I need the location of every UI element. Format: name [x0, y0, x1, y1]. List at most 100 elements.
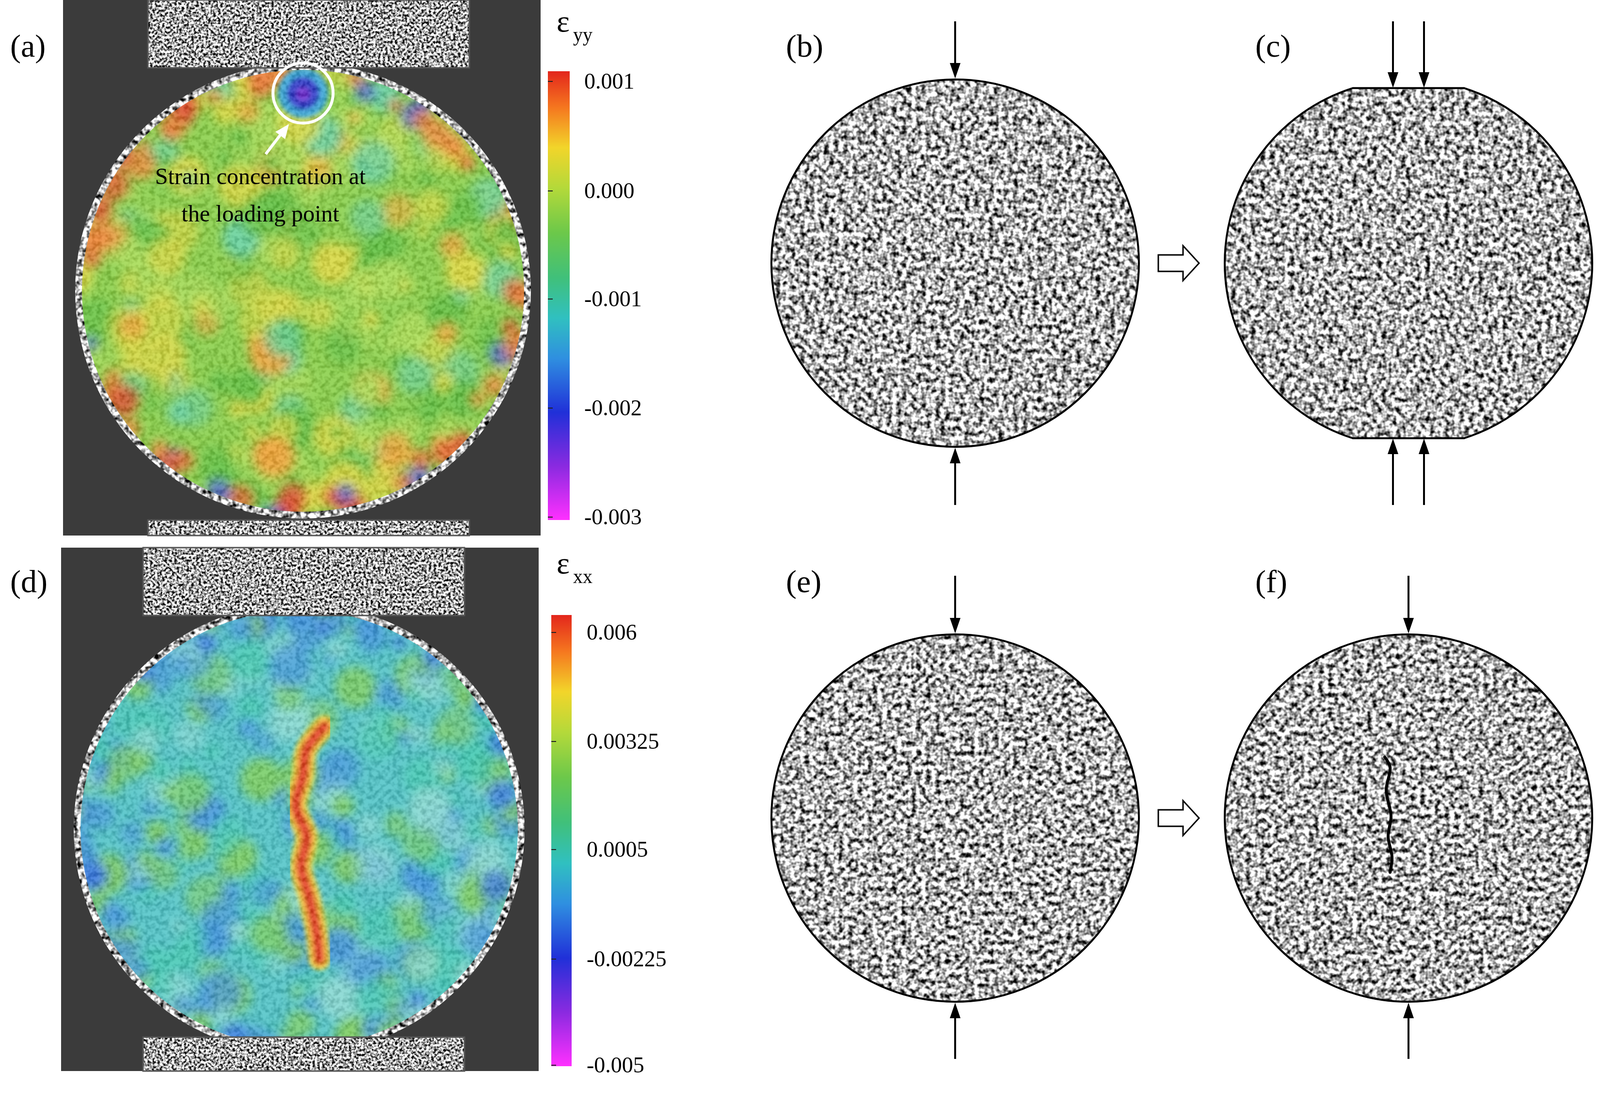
- strain-symbol: ε: [556, 547, 570, 579]
- platen-edge: [143, 547, 465, 616]
- load-arrow-shaft: [954, 576, 957, 622]
- strain-patch: [148, 238, 186, 276]
- strain-patch: [174, 995, 195, 1017]
- strain-patch: [244, 424, 260, 440]
- strain-patch: [68, 803, 87, 822]
- strain-patch: [463, 416, 477, 431]
- panel-label: (f): [1255, 565, 1288, 598]
- dic-photo: [62, 0, 570, 536]
- loading-platen: [147, 0, 470, 68]
- strain-patch: [76, 860, 108, 892]
- strain-patch: [331, 891, 357, 917]
- strain-patch: [435, 912, 459, 936]
- specimen-schematic: [771, 634, 1139, 1003]
- colorbar-tick-mark: [551, 959, 557, 960]
- strain-patch: [416, 224, 430, 238]
- panel-label: (c): [1255, 30, 1291, 63]
- strain-patch: [355, 80, 377, 102]
- overlay-base: [75, 63, 531, 519]
- strain-patch: [464, 821, 484, 842]
- strain-patch: [100, 936, 113, 949]
- crack-strain: [295, 726, 325, 960]
- strain-patch: [169, 638, 202, 671]
- strain-patch: [231, 944, 246, 959]
- strain-patch: [445, 251, 485, 292]
- dic-photo: [54, 547, 572, 1072]
- strain-patch: [79, 862, 108, 891]
- strain-patch: [415, 190, 448, 224]
- strain-patch: [492, 216, 521, 246]
- strain-patch: [217, 866, 233, 882]
- strain-patch: [138, 666, 154, 682]
- strain-patch: [401, 946, 438, 982]
- strain-subscript: yy: [573, 25, 593, 45]
- strain-patch: [237, 695, 264, 721]
- strain-patch: [410, 448, 432, 470]
- strain-patch: [218, 147, 231, 160]
- strain-patch: [460, 919, 498, 957]
- strain-patch: [399, 278, 413, 292]
- load-arrow-head: [1387, 438, 1399, 455]
- strain-patch: [227, 921, 248, 942]
- specimen-outline: [1224, 88, 1593, 439]
- strain-patch: [96, 761, 110, 775]
- strain-patch: [103, 368, 122, 387]
- load-arrow-head: [1418, 72, 1430, 88]
- crack-halo: [295, 726, 325, 960]
- strain-patch: [334, 666, 376, 709]
- strain-patch: [232, 450, 255, 473]
- strain-patch: [228, 368, 265, 405]
- strain-patch: [80, 784, 92, 795]
- colorbar-tick-mark: [551, 741, 557, 743]
- strain-patch: [348, 112, 361, 124]
- colorbar-tick-mark: [547, 80, 553, 82]
- overlay-base: [73, 603, 525, 1055]
- panel-label: (a): [10, 30, 46, 63]
- load-arrow-head: [1403, 1003, 1414, 1019]
- speckle-pattern: [1224, 79, 1593, 448]
- annotation: Strain concentration at the loading poin…: [144, 157, 377, 233]
- load-arrow-head: [1387, 72, 1399, 88]
- load-arrow-shaft: [1423, 451, 1425, 506]
- strain-patch: [225, 484, 255, 513]
- strain-patch: [65, 802, 83, 820]
- strain-patch: [349, 198, 386, 236]
- strain-patch: [320, 748, 361, 789]
- colorbar-tick-mark: [547, 516, 553, 518]
- strain-overlay: [54, 593, 531, 1063]
- platen-edge: [143, 1037, 465, 1072]
- colorbar: [547, 71, 570, 521]
- strain-patch: [249, 914, 289, 954]
- spot-center: [296, 87, 310, 101]
- strain-patch: [473, 692, 495, 714]
- strain-patch: [125, 958, 149, 982]
- load-arrow-shaft: [954, 1015, 957, 1060]
- pointer-head: [275, 124, 289, 140]
- strain-patch: [107, 745, 144, 782]
- strain-patch: [459, 154, 475, 171]
- strain-patch: [175, 859, 191, 875]
- strain-subscript: xx: [573, 567, 593, 587]
- strain-patch: [266, 954, 287, 975]
- strain-patch: [268, 645, 312, 689]
- pointer-line: [265, 133, 282, 155]
- strain-patch: [206, 88, 222, 104]
- strain-patch: [353, 843, 397, 886]
- strain-patch: [463, 224, 478, 238]
- strain-patch: [487, 729, 515, 757]
- strain-patch: [237, 95, 250, 107]
- strain-patch: [391, 635, 406, 650]
- strain-patch: [155, 837, 175, 857]
- strain-patch: [408, 725, 428, 745]
- loading-platen: [147, 520, 470, 536]
- strain-overlay: [62, 46, 543, 528]
- load-arrow-shaft: [1407, 1015, 1410, 1060]
- colorbar-tick-mark: [547, 190, 553, 192]
- strain-patch: [363, 311, 380, 327]
- strain-patch: [391, 472, 413, 494]
- strain-patch: [203, 743, 222, 762]
- strain-patch: [396, 731, 411, 746]
- strain-patch: [373, 704, 396, 727]
- specimen-schematic: [771, 79, 1139, 448]
- load-arrow-shaft: [954, 460, 957, 506]
